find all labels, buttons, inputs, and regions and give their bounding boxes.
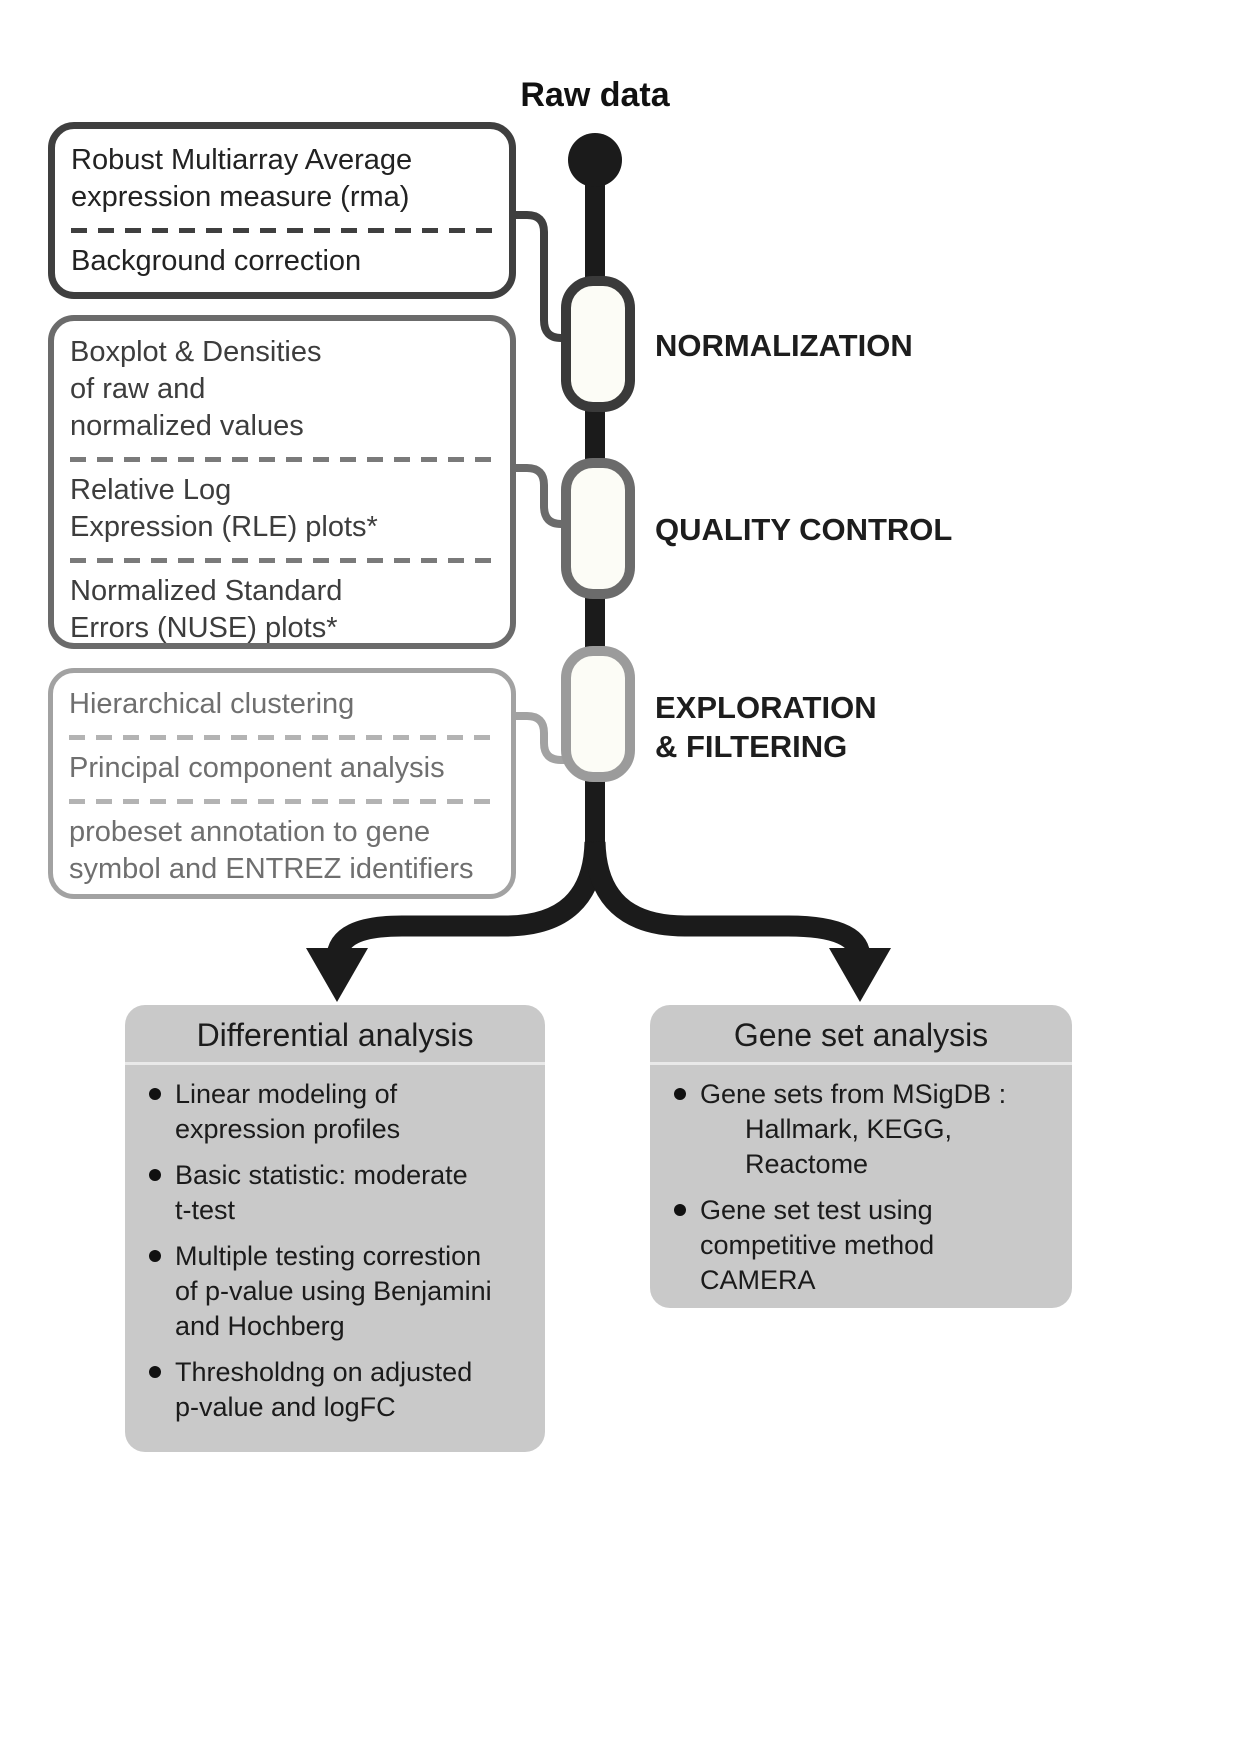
connector-normalization: [512, 211, 572, 342]
differential-analysis-title: Differential analysis: [125, 1005, 545, 1065]
pipeline-step: Background correction: [71, 245, 362, 277]
list-item: Thresholdng on adjusted p-value and logF…: [147, 1355, 535, 1425]
differential-analysis-box: Differential analysis Linear modeling of…: [125, 1005, 545, 1452]
normalization-steps-box: Robust Multiarray Average expression mea…: [48, 122, 516, 299]
differential-analysis-bullets: Linear modeling of expression profiles B…: [125, 1077, 545, 1425]
quality-control-steps-box: Boxplot & Densities of raw and normalize…: [48, 315, 516, 649]
stage-label-exploration-filtering: EXPLORATION & FILTERING: [655, 690, 877, 764]
gene-set-analysis-bullets: Gene sets from MSigDB : Hallmark, KEGG, …: [650, 1077, 1072, 1298]
normalization-node: [561, 276, 635, 412]
list-item: Linear modeling of expression profiles: [147, 1077, 535, 1147]
dashed-divider: [69, 735, 495, 740]
gene-set-analysis-title: Gene set analysis: [650, 1005, 1072, 1065]
connector-quality-control: [512, 464, 572, 528]
arrowhead-right: [829, 948, 891, 1002]
stage-label-normalization: NORMALIZATION: [655, 328, 913, 363]
arrowhead-left: [306, 948, 368, 1002]
pipeline-step: Principal component analysis: [69, 752, 445, 784]
connector-exploration: [512, 712, 572, 764]
list-item: Multiple testing correstion of p-value u…: [147, 1239, 535, 1344]
pipeline-step: Normalized Standard Errors (NUSE) plots*: [70, 575, 343, 644]
list-item: Gene sets from MSigDB : Hallmark, KEGG, …: [672, 1077, 1062, 1182]
fork-arm-right: [584, 841, 871, 960]
gene-set-analysis-box: Gene set analysis Gene sets from MSigDB …: [650, 1005, 1072, 1308]
pipeline-step: Boxplot & Densities of raw and normalize…: [70, 336, 322, 442]
stage-label-quality-control: QUALITY CONTROL: [655, 512, 953, 547]
raw-data-label: Raw data: [520, 76, 670, 114]
fork-arm-left: [326, 841, 606, 960]
pipeline-step: Robust Multiarray Average expression mea…: [71, 144, 413, 213]
dashed-divider: [70, 558, 494, 563]
list-item: Gene set test using competitive method C…: [672, 1193, 1062, 1298]
list-item: Basic statistic: moderate t-test: [147, 1158, 535, 1228]
dashed-divider: [70, 457, 494, 462]
raw-data-dot: [568, 133, 622, 187]
exploration-node: [561, 646, 635, 782]
pipeline-step: Hierarchical clustering: [69, 688, 355, 720]
quality-control-node: [561, 458, 635, 599]
exploration-steps-box: Hierarchical clustering Principal compon…: [48, 668, 516, 899]
pipeline-step: Relative Log Expression (RLE) plots*: [70, 474, 378, 543]
dashed-divider: [71, 228, 493, 233]
dashed-divider: [69, 799, 495, 804]
pipeline-step: probeset annotation to gene symbol and E…: [69, 816, 474, 885]
